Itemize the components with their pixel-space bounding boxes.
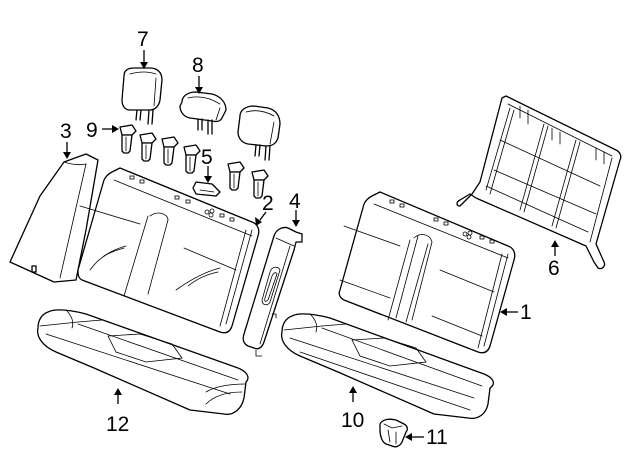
trim-bezel-5[interactable]	[192, 181, 221, 197]
callout-9: 9	[86, 119, 98, 142]
seat-back-1[interactable]	[338, 191, 516, 354]
seat-cushion-12[interactable]	[36, 309, 249, 415]
seat-back-frame-6[interactable]	[456, 95, 622, 270]
callout-5: 5	[201, 146, 213, 169]
side-bolster-4[interactable]	[242, 226, 303, 357]
callout-2: 2	[262, 192, 274, 215]
callout-12: 12	[106, 413, 129, 436]
headrest-7[interactable]	[121, 67, 163, 125]
callout-4: 4	[289, 190, 301, 213]
side-bolster-3[interactable]	[9, 153, 99, 283]
callout-7: 7	[137, 28, 149, 51]
headrest-guides-9[interactable]	[119, 124, 269, 199]
callout-11: 11	[426, 426, 448, 449]
callout-8: 8	[192, 54, 204, 77]
callout-3: 3	[60, 120, 72, 143]
callout-10: 10	[341, 409, 364, 432]
callout-1: 1	[520, 301, 532, 324]
callout-arrows	[63, 50, 559, 441]
callout-6: 6	[548, 257, 560, 280]
headrest-right[interactable]	[237, 105, 281, 161]
headrest-8[interactable]	[179, 91, 227, 135]
clip-11[interactable]	[379, 418, 408, 448]
seat-cushion-10[interactable]	[280, 313, 495, 420]
callout-labels: 7 8 9 3 5 2 4 6 1 12 10 11	[60, 28, 560, 449]
seat-back-2[interactable]	[77, 167, 260, 334]
